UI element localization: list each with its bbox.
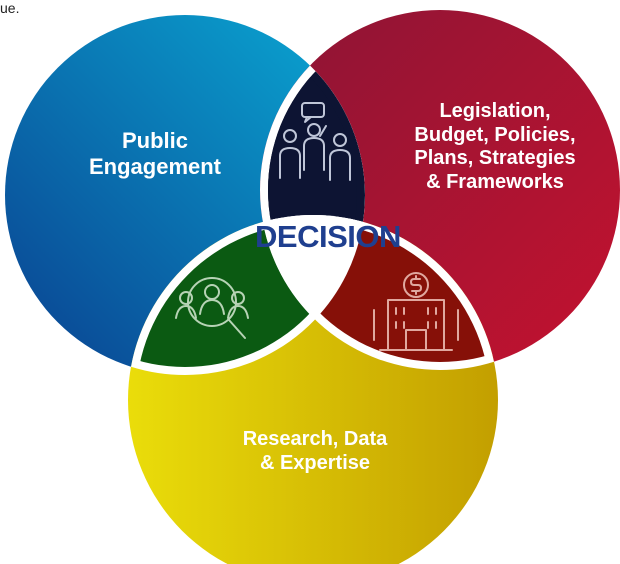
decision-label: DECISION: [255, 219, 401, 254]
label-line: Legislation,: [439, 100, 551, 122]
label-line: & Frameworks: [426, 170, 564, 193]
label-line: Public: [121, 128, 188, 153]
overlap-right: [268, 223, 490, 362]
label-research: Research, Data & Expertise: [200, 428, 430, 475]
label-line: Plans, Strategies: [414, 147, 576, 170]
label-line: Engagement: [88, 153, 222, 179]
label-line: Budget, Policies,: [414, 123, 576, 146]
label-public-engagement: Public Engagement: [40, 128, 270, 180]
people-speech-icon: [279, 102, 351, 181]
label-line: & Expertise: [259, 451, 371, 474]
label-legislation: Legislation, Budget, Policies, Plans, St…: [380, 100, 610, 194]
top-caption-fragment: ue.: [0, 0, 20, 16]
magnify-people-icon: [175, 277, 249, 339]
label-line: Research, Data: [242, 428, 388, 450]
building-dollar-icon: [373, 272, 459, 351]
